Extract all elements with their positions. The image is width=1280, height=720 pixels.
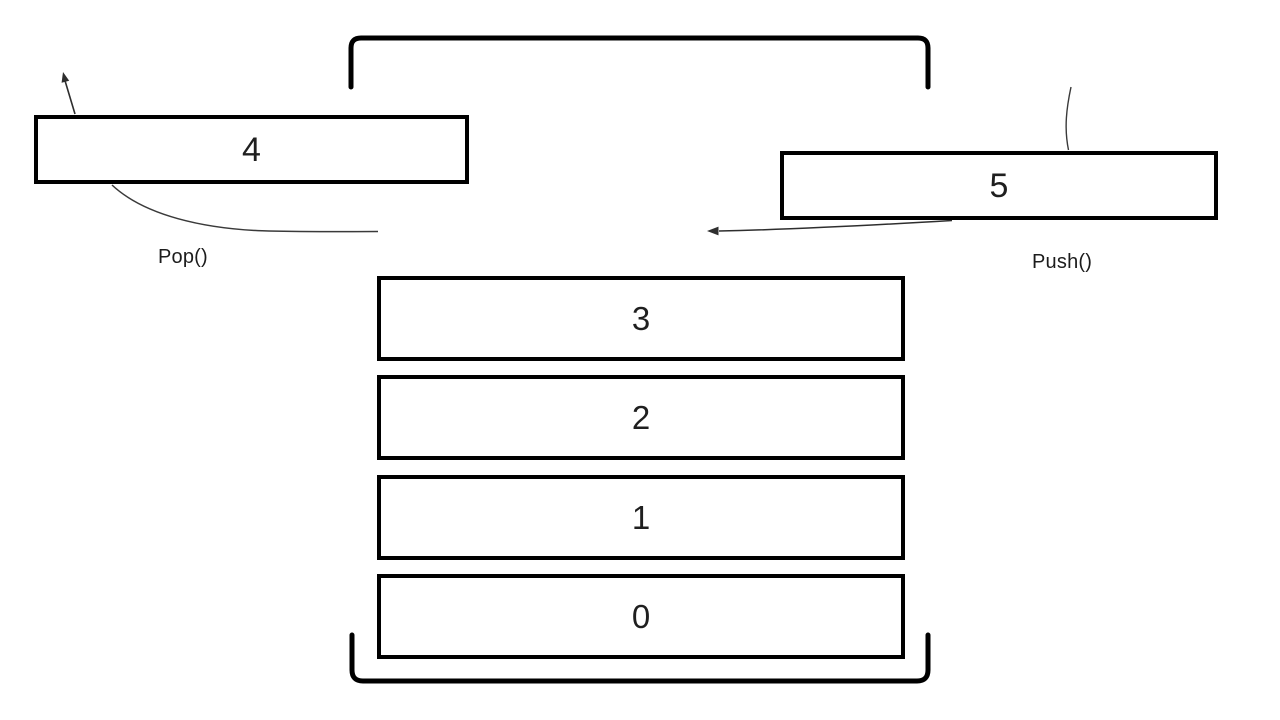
pop-motion-curve: [111, 184, 379, 233]
stack-item-value: 1: [631, 499, 651, 536]
push-arrowhead-icon: [707, 226, 719, 236]
stack-item-value: 2: [631, 399, 651, 436]
stack-top-bracket: [348, 35, 931, 90]
pop-exit-arrow-line: [63, 78, 76, 115]
stack-item-box: 0: [377, 574, 905, 659]
push-leader-line: [1065, 86, 1072, 151]
pushed-element-value: 5: [989, 166, 1009, 205]
pop-exit-arrowhead-icon: [61, 72, 70, 83]
push-operation-label: Push(): [1032, 251, 1093, 273]
stack-item-value: 0: [631, 598, 651, 635]
stack-item-value: 3: [631, 300, 651, 337]
push-arrow-line: [718, 219, 953, 232]
stack-item-box: 3: [377, 276, 905, 361]
pushed-element-box: 5: [780, 151, 1218, 220]
popped-element-value: 4: [242, 130, 261, 169]
stack-item-box: 1: [377, 475, 905, 560]
stack-bottom-bracket: [349, 632, 931, 684]
popped-element-box: 4: [34, 115, 469, 184]
pop-operation-label: Pop(): [158, 246, 208, 268]
stack-item-box: 2: [377, 375, 905, 460]
